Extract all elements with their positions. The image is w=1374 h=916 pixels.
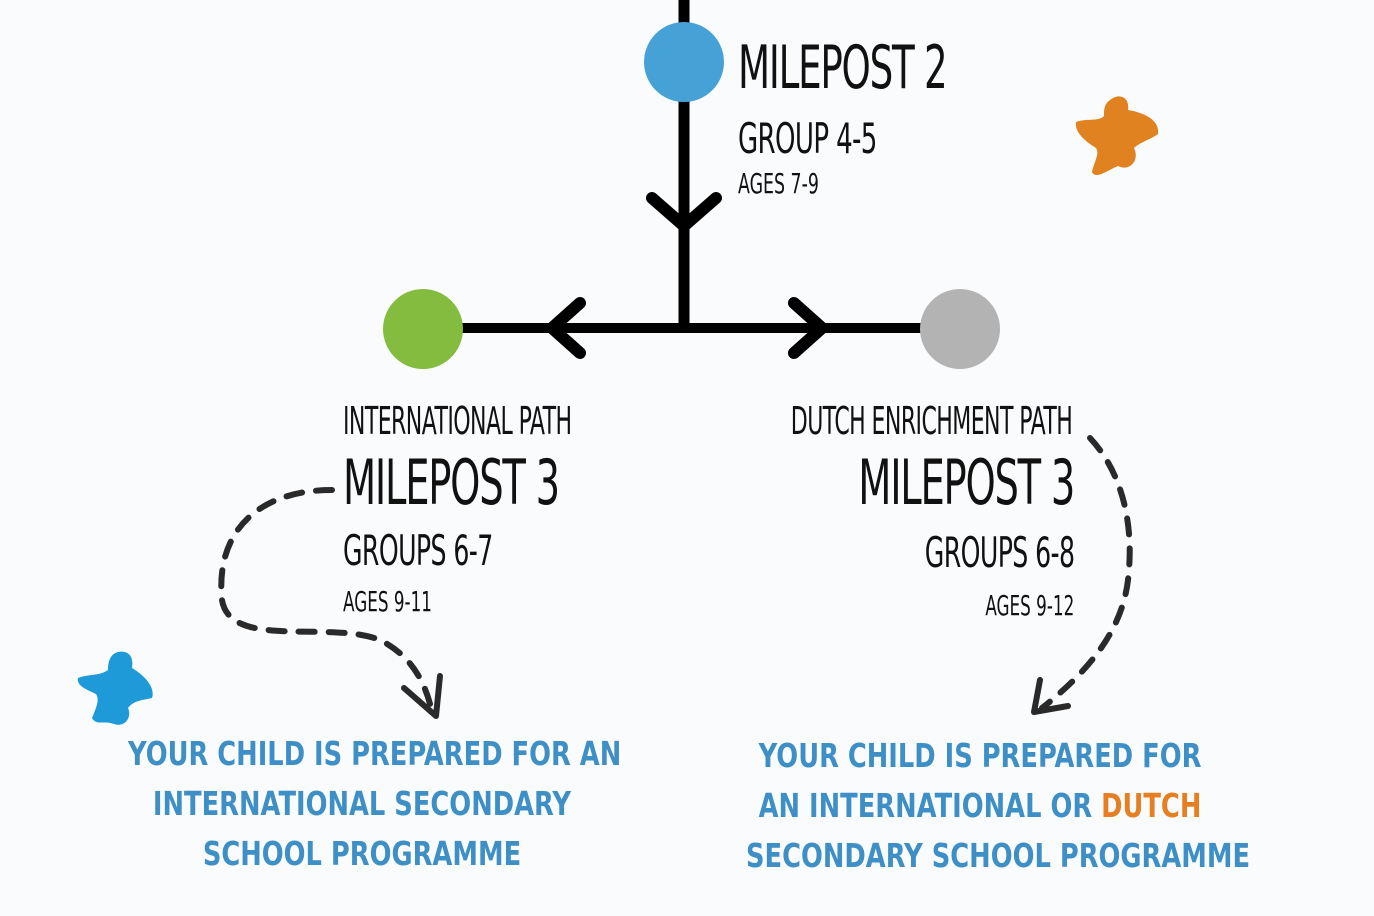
dutch-path-label: DUTCH ENRICHMENT PATH xyxy=(790,399,1073,443)
dutch-groups: GROUPS 6-8 xyxy=(924,528,1074,577)
orange-splat-icon xyxy=(1075,96,1159,176)
dashed-arrow-right xyxy=(1039,435,1133,711)
milepost2-title: MILEPOST 2 xyxy=(738,33,948,103)
international-ages: AGES 9-11 xyxy=(343,585,432,618)
international-path-label: INTERNATIONAL PATH xyxy=(343,399,572,443)
milepost2-ages: AGES 7-9 xyxy=(738,167,819,200)
note-line: YOUR CHILD IS PREPARED FOR AN xyxy=(128,734,622,773)
blue-splat-icon xyxy=(77,651,153,725)
arrow-right-icon xyxy=(788,297,828,359)
milepost2-group: GROUP 4-5 xyxy=(738,114,877,163)
arrow-left-icon xyxy=(546,297,586,359)
dutch-accent-text: DUTCH xyxy=(1101,786,1202,825)
international-outcome-note: YOUR CHILD IS PREPARED FOR AN INTERNATIO… xyxy=(128,729,622,879)
dashed-arrow-left-head-icon xyxy=(401,673,443,719)
dutch-node xyxy=(920,289,1000,369)
dashed-arrow-left xyxy=(218,487,435,715)
dashed-arrow-right-head-icon xyxy=(1031,677,1071,715)
note-text: AN INTERNATIONAL OR xyxy=(758,786,1102,825)
dutch-milepost-title: MILEPOST 3 xyxy=(858,446,1075,519)
note-line: SECONDARY SCHOOL PROGRAMME xyxy=(746,836,1251,875)
note-line: AN INTERNATIONAL OR DUTCH xyxy=(746,781,1214,831)
note-line: INTERNATIONAL SECONDARY xyxy=(152,784,572,823)
note-line: YOUR CHILD IS PREPARED FOR xyxy=(758,736,1202,775)
note-line: SCHOOL PROGRAMME xyxy=(202,834,522,873)
international-groups: GROUPS 6-7 xyxy=(343,526,493,575)
dutch-outcome-note: YOUR CHILD IS PREPARED FOR AN INTERNATIO… xyxy=(746,731,1251,881)
international-milepost-title: MILEPOST 3 xyxy=(343,446,560,519)
arrow-down-icon xyxy=(646,192,722,232)
dutch-ages: AGES 9-12 xyxy=(985,589,1074,622)
milepost2-node xyxy=(644,22,724,102)
international-node xyxy=(383,289,463,369)
